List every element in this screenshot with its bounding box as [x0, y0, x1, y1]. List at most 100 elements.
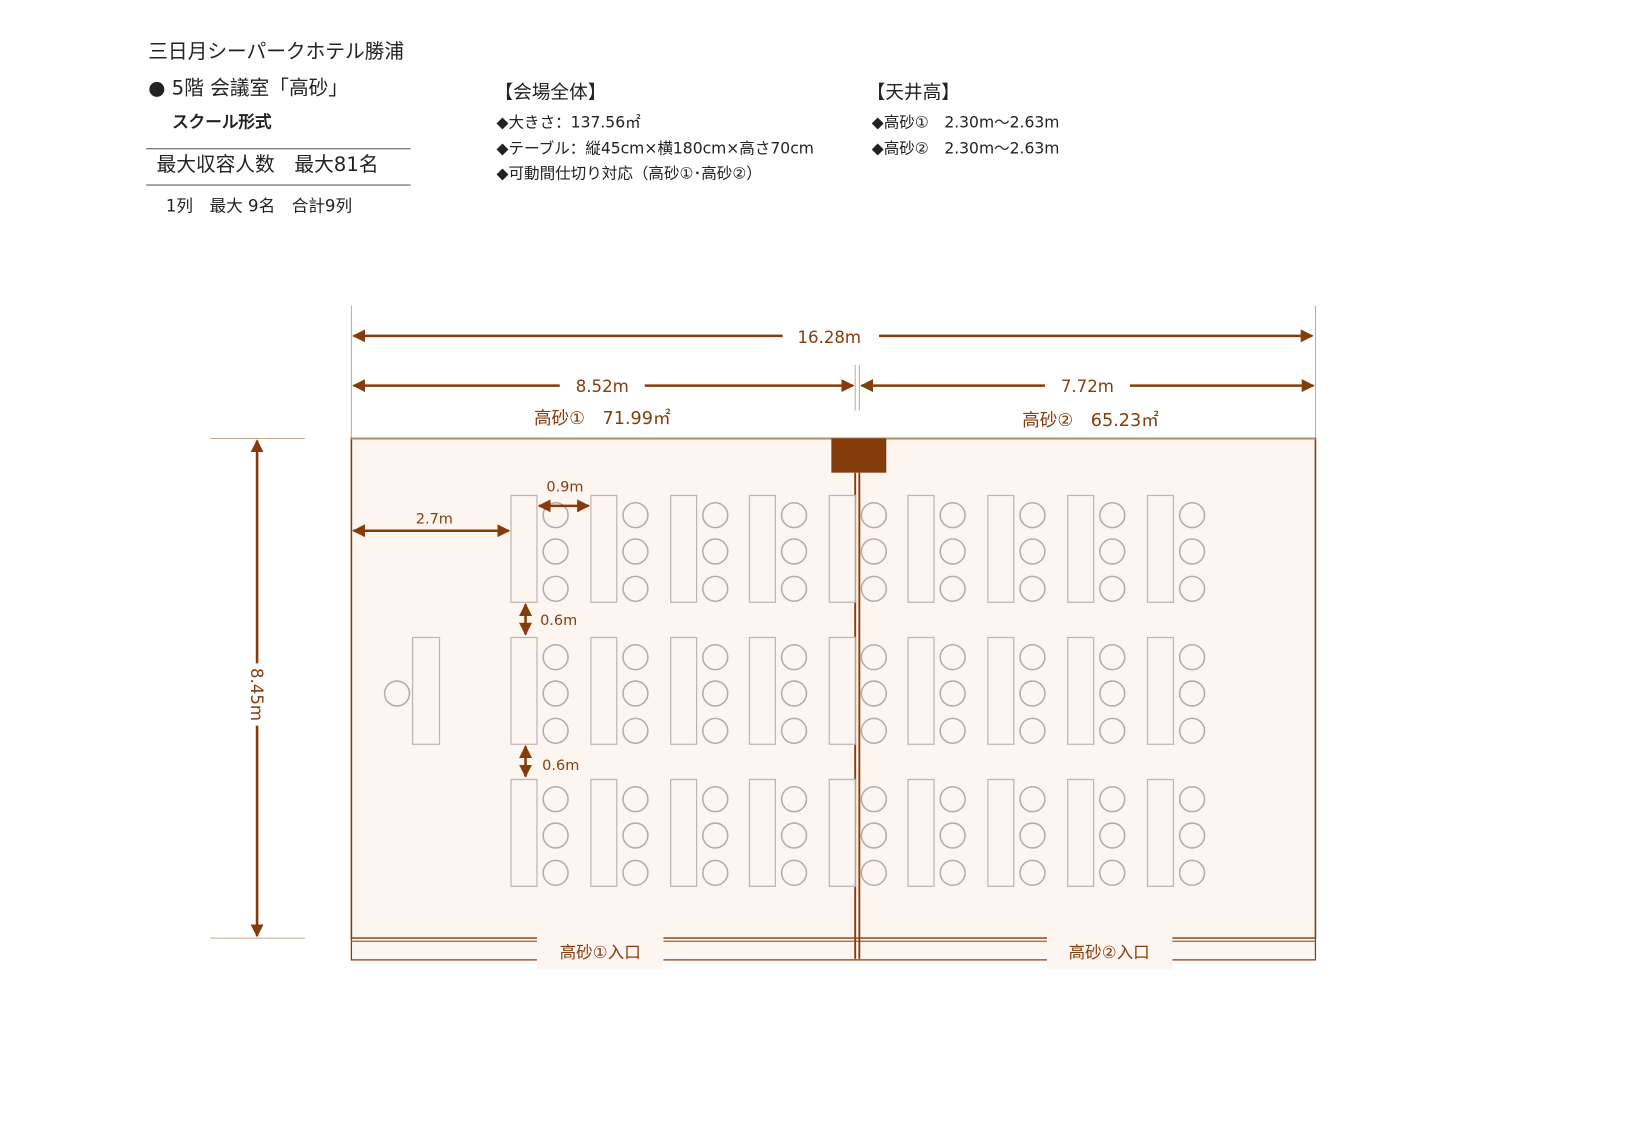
- venue-heading: 【会場全体】: [494, 81, 607, 104]
- chair: [1099, 501, 1126, 529]
- chair: [860, 643, 888, 671]
- table: [987, 494, 1015, 603]
- chair: [622, 822, 649, 849]
- divider-bottom: [146, 184, 411, 186]
- table: [1146, 636, 1175, 745]
- chair: [939, 643, 966, 671]
- chair: [1019, 822, 1046, 849]
- chair: [622, 786, 649, 813]
- room2-area-label: 高砂② 65.23㎡: [1022, 410, 1159, 431]
- speaker-table: [411, 636, 441, 745]
- table: [1146, 494, 1175, 603]
- table: [748, 494, 776, 603]
- venue-size: ◆大きさ：137.56㎡: [496, 112, 641, 132]
- chair: [780, 717, 808, 745]
- chair: [622, 575, 649, 603]
- chair: [1178, 717, 1206, 745]
- chair: [702, 538, 729, 565]
- entrance1-marker: [536, 932, 664, 970]
- total-width-label: 16.28m: [797, 328, 861, 347]
- chair: [622, 717, 649, 745]
- table: [1067, 778, 1095, 887]
- table: [510, 494, 538, 603]
- chair: [702, 501, 729, 529]
- chair: [939, 859, 966, 887]
- chair: [939, 680, 966, 707]
- chair: [542, 822, 569, 849]
- chair: [939, 575, 966, 603]
- venue-partition: ◆可動間仕切り対応（高砂①･高砂②）: [496, 163, 762, 183]
- chair: [939, 822, 966, 849]
- chair: [860, 859, 888, 887]
- chair: [1178, 859, 1206, 887]
- chair: [1019, 859, 1046, 887]
- chair: [860, 538, 888, 565]
- chair: [1178, 643, 1206, 671]
- chair: [542, 680, 569, 707]
- chair: [1099, 538, 1126, 565]
- chair: [780, 643, 808, 671]
- depth-label: 8.45m: [247, 668, 266, 721]
- table: [748, 778, 776, 887]
- chair: [860, 822, 888, 849]
- table: [590, 494, 618, 603]
- table: [987, 636, 1015, 745]
- chair: [622, 680, 649, 707]
- chair: [939, 786, 966, 813]
- table: [1067, 494, 1095, 603]
- chair: [702, 575, 729, 603]
- table: [590, 636, 618, 745]
- table: [748, 636, 776, 745]
- chair: [542, 859, 569, 887]
- chair: [1019, 680, 1046, 707]
- chair: [542, 643, 569, 671]
- table: [670, 494, 698, 603]
- rows-info: 1列 最大 9名 合計9列: [165, 195, 353, 216]
- chair: [1178, 501, 1206, 529]
- entrance2-marker: [1046, 932, 1173, 970]
- chair: [702, 786, 729, 813]
- table: [590, 778, 618, 887]
- room1-width-label: 8.52m: [576, 377, 629, 396]
- podium: [831, 438, 887, 473]
- chair: [1019, 575, 1046, 603]
- chair: [939, 538, 966, 565]
- chair: [702, 859, 729, 887]
- chair: [860, 786, 888, 813]
- table: [828, 778, 856, 887]
- chair: [1178, 822, 1206, 849]
- chair: [622, 643, 649, 671]
- chair: [1019, 643, 1046, 671]
- chair: [939, 501, 966, 529]
- speaker-chair: [383, 680, 411, 707]
- chair: [1178, 538, 1206, 565]
- room1-area-label: 高砂① 71.99㎡: [534, 408, 671, 429]
- chair: [542, 538, 569, 565]
- layout-style: スクール形式: [172, 111, 272, 132]
- table: [1067, 636, 1095, 745]
- chair: [702, 643, 729, 671]
- table: [828, 494, 856, 603]
- chair: [622, 859, 649, 887]
- capacity: 最大収容人数 最大81名: [156, 153, 379, 177]
- chair: [1099, 717, 1126, 745]
- chair: [1178, 786, 1206, 813]
- table: [828, 636, 856, 745]
- table: [1146, 778, 1175, 887]
- chair: [1019, 717, 1046, 745]
- table: [670, 636, 698, 745]
- front-gap-label: 2.7m: [416, 511, 453, 527]
- table: [907, 778, 935, 887]
- room2-width-label: 7.72m: [1061, 377, 1114, 396]
- chair: [542, 717, 569, 745]
- chair: [860, 717, 888, 745]
- divider-top: [146, 148, 411, 150]
- chair: [780, 538, 808, 565]
- entrance2-label: 高砂②入口: [1069, 943, 1150, 962]
- row-gap-label-1: 0.6m: [540, 613, 577, 629]
- chair: [780, 575, 808, 603]
- room-title: ● 5階 会議室「高砂」: [148, 76, 349, 100]
- table: [510, 636, 538, 745]
